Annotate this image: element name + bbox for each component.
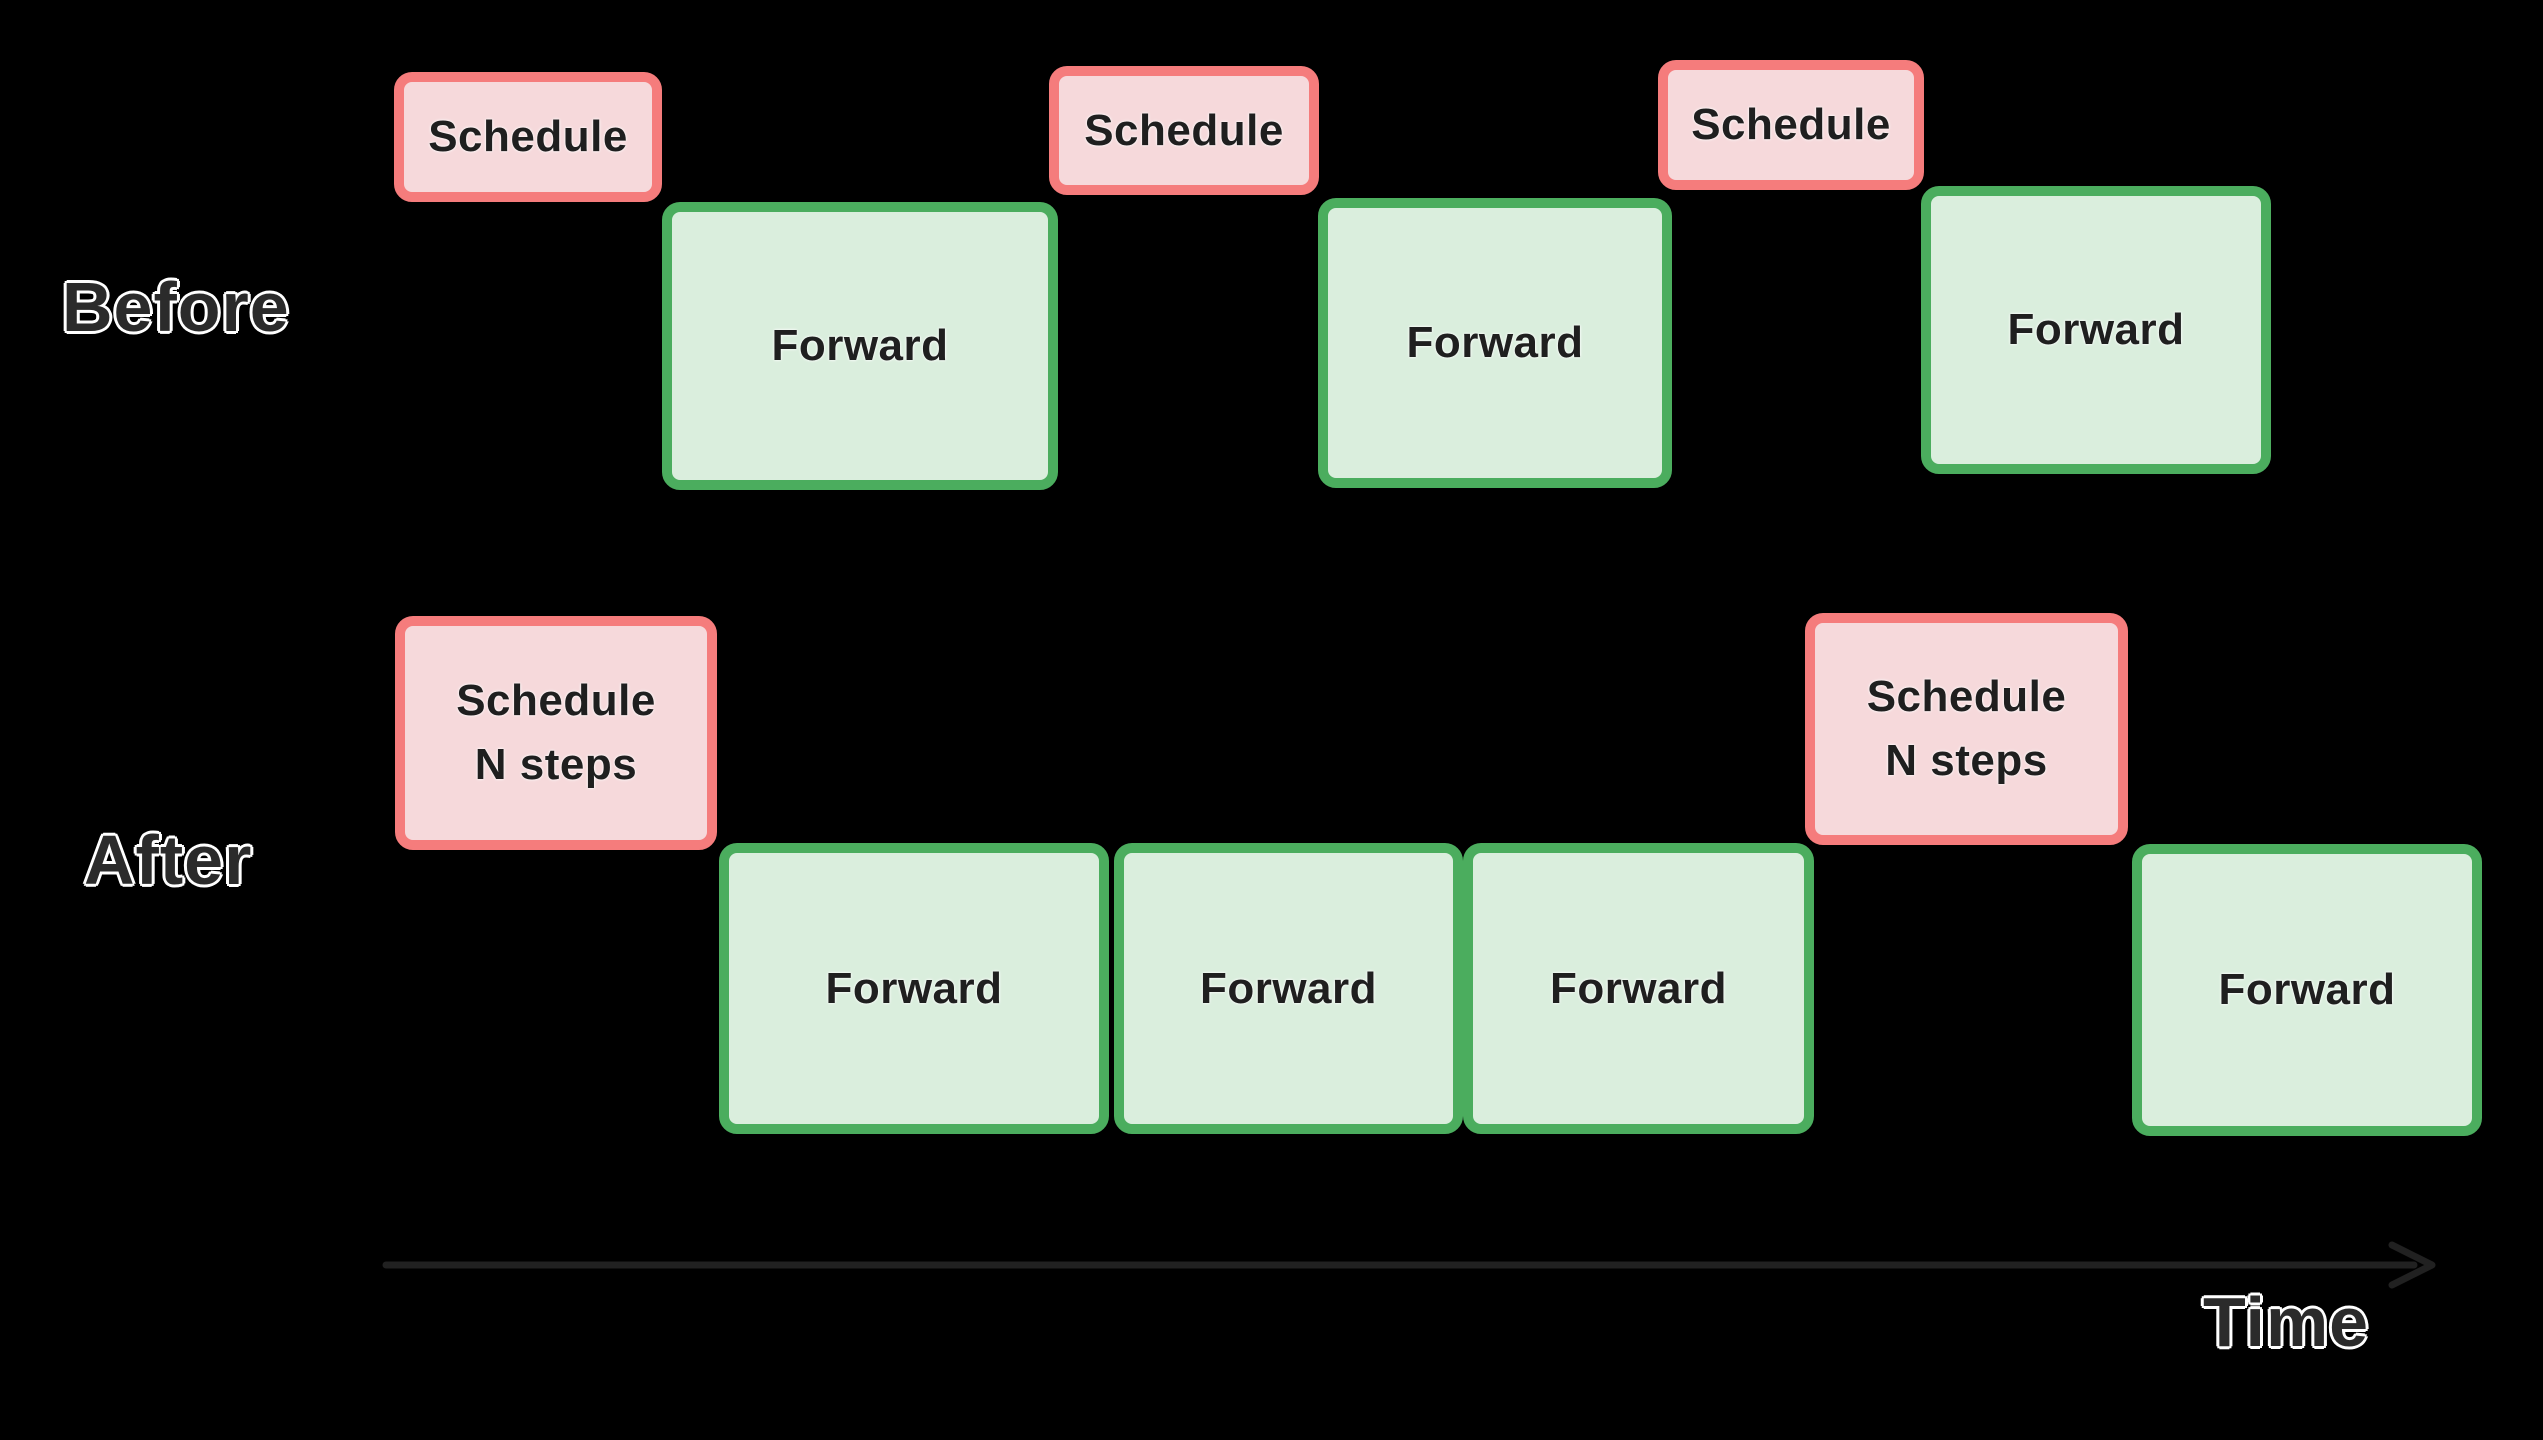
after-row-label: After bbox=[84, 821, 253, 899]
schedule-box: Schedule bbox=[1658, 60, 1924, 190]
forward-box-label: Forward bbox=[1549, 963, 1728, 1013]
schedule-n-steps-box-label: Schedule N steps bbox=[456, 676, 656, 789]
time-arrow-head-icon bbox=[2388, 1241, 2436, 1289]
before-row-label: Before bbox=[62, 268, 290, 346]
forward-box-label: Forward bbox=[1199, 963, 1378, 1013]
forward-box: Forward bbox=[1921, 186, 2271, 474]
schedule-box-label: Schedule bbox=[1691, 100, 1891, 150]
schedule-n-steps-box: Schedule N steps bbox=[395, 616, 717, 850]
forward-box-label: Forward bbox=[771, 321, 949, 371]
forward-box-label: Forward bbox=[2218, 965, 2396, 1015]
schedule-box-label: Schedule bbox=[428, 112, 628, 162]
time-axis-label: Time bbox=[2203, 1283, 2370, 1361]
schedule-n-steps-box-label: Schedule N steps bbox=[1866, 672, 2067, 785]
time-axis-arrow bbox=[382, 1241, 2436, 1289]
forward-box: Forward bbox=[719, 843, 1109, 1134]
forward-box: Forward bbox=[1463, 843, 1814, 1134]
forward-box-label: Forward bbox=[1406, 318, 1584, 368]
forward-box-label: Forward bbox=[825, 963, 1003, 1013]
forward-box: Forward bbox=[1318, 198, 1672, 488]
forward-box-label: Forward bbox=[2007, 305, 2185, 355]
schedule-n-steps-box: Schedule N steps bbox=[1805, 613, 2128, 845]
schedule-box: Schedule bbox=[394, 72, 662, 202]
forward-box: Forward bbox=[1114, 843, 1463, 1134]
forward-box: Forward bbox=[2132, 844, 2482, 1136]
schedule-box: Schedule bbox=[1049, 66, 1319, 195]
schedule-box-label: Schedule bbox=[1084, 105, 1284, 155]
forward-box: Forward bbox=[662, 202, 1058, 490]
